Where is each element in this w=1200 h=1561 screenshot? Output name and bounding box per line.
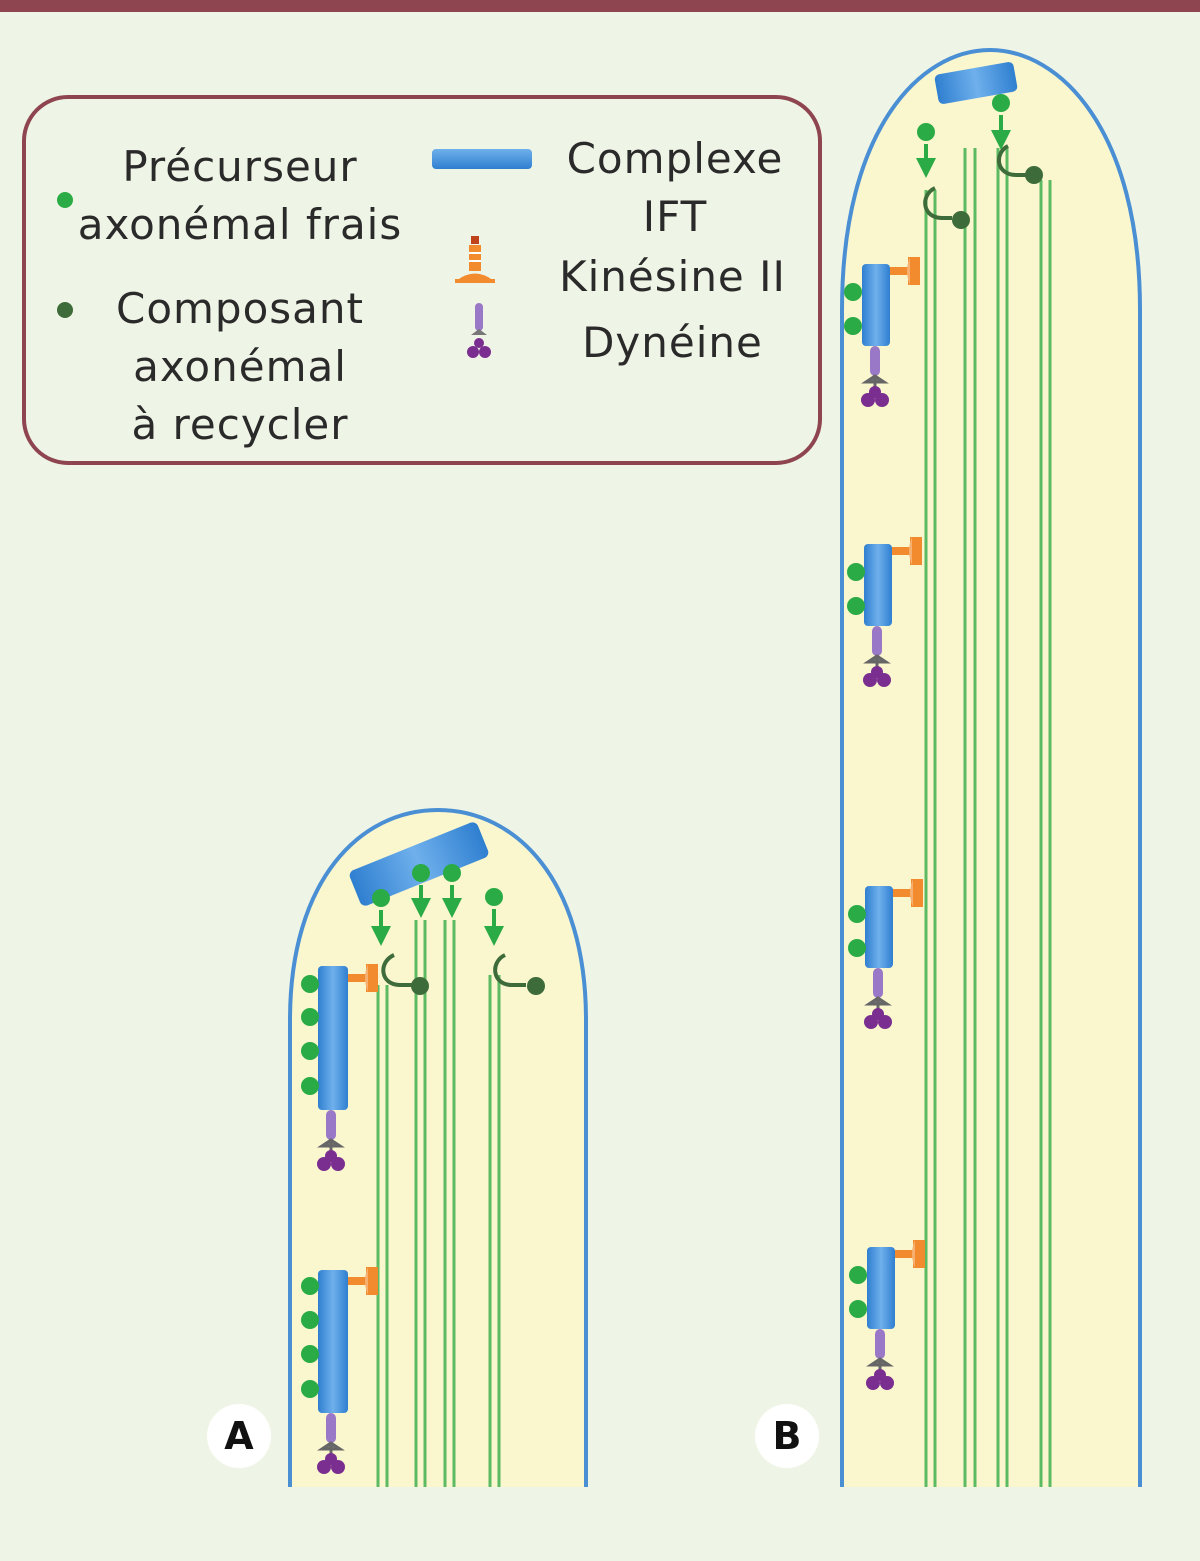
cilium-a-tip-ift xyxy=(349,822,489,906)
cilium-a-microtubules xyxy=(376,920,501,1487)
cilium-b-ift-train-1 xyxy=(844,257,920,409)
legend-box xyxy=(22,95,822,465)
dynein-icon xyxy=(467,303,491,358)
panel-a-badge: A xyxy=(207,1404,271,1468)
legend-icons xyxy=(57,149,532,358)
cilium-b-tip-ift xyxy=(934,62,1018,104)
cilium-a-delivery xyxy=(371,864,504,946)
cilium-a-recycling xyxy=(381,953,545,995)
legend-fresh-precursor-label: Précurseur axonémal frais xyxy=(77,142,403,249)
ift-complex-icon xyxy=(432,149,532,169)
legend-dynein-label: Dynéine xyxy=(582,318,763,367)
cilium-b-membrane xyxy=(840,47,1142,1487)
legend-kinesin-label: Kinésine II xyxy=(559,252,786,301)
cilium-b-recycling xyxy=(923,144,1043,229)
panel-b-badge: B xyxy=(755,1404,819,1468)
cilium-b-ift-train-2 xyxy=(847,537,922,689)
cilium-b xyxy=(840,47,1142,1487)
cilium-b-delivery xyxy=(916,94,1011,178)
kinesin-icon xyxy=(455,236,495,283)
top-border-bar xyxy=(0,0,1200,12)
legend-recycle-component-label: Composant axonémal à recycler xyxy=(116,284,364,449)
legend-ift-complex-label: Complexe IFT xyxy=(566,134,784,241)
cilium-b-microtubules xyxy=(924,148,1052,1487)
fresh-precursor-icon xyxy=(57,192,73,208)
recycle-component-icon xyxy=(57,302,73,318)
cilium-b-ift-train-3 xyxy=(848,879,923,1031)
cilium-a-ift-train-2 xyxy=(301,1267,378,1476)
cilium-a xyxy=(288,807,588,1487)
cilium-a-ift-train-1 xyxy=(301,964,378,1173)
cilium-b-ift-train-4 xyxy=(849,1240,925,1392)
